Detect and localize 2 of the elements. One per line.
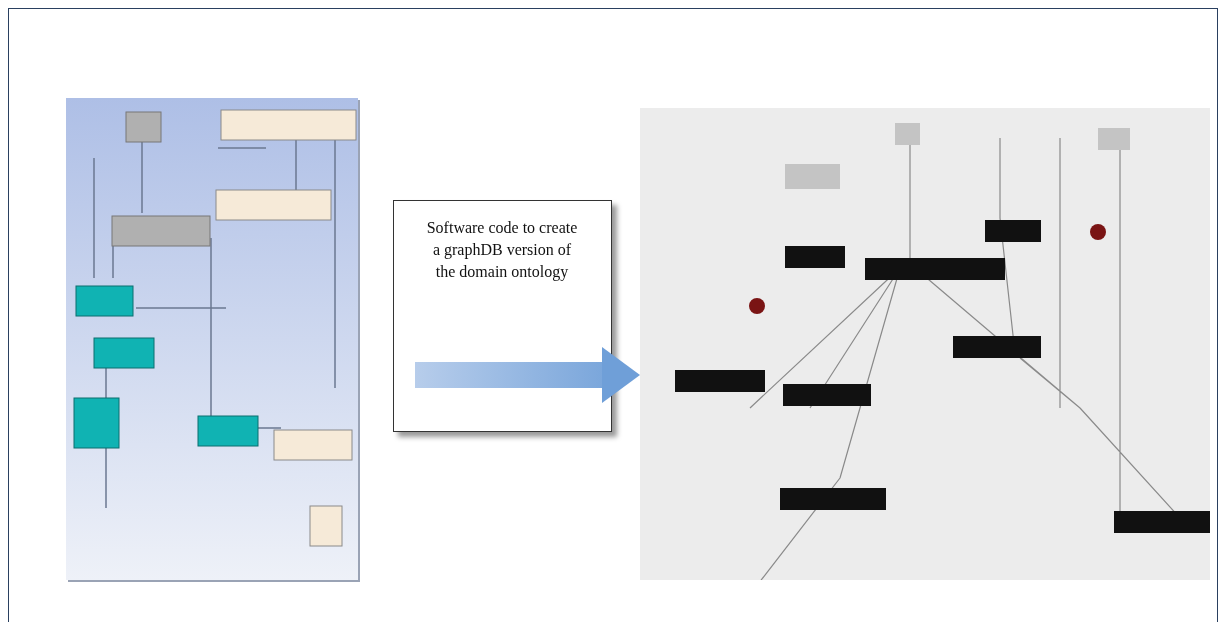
description-text: Software code to create a graphDB version of the domain ontology (426, 218, 578, 283)
block-arrow (415, 347, 640, 403)
